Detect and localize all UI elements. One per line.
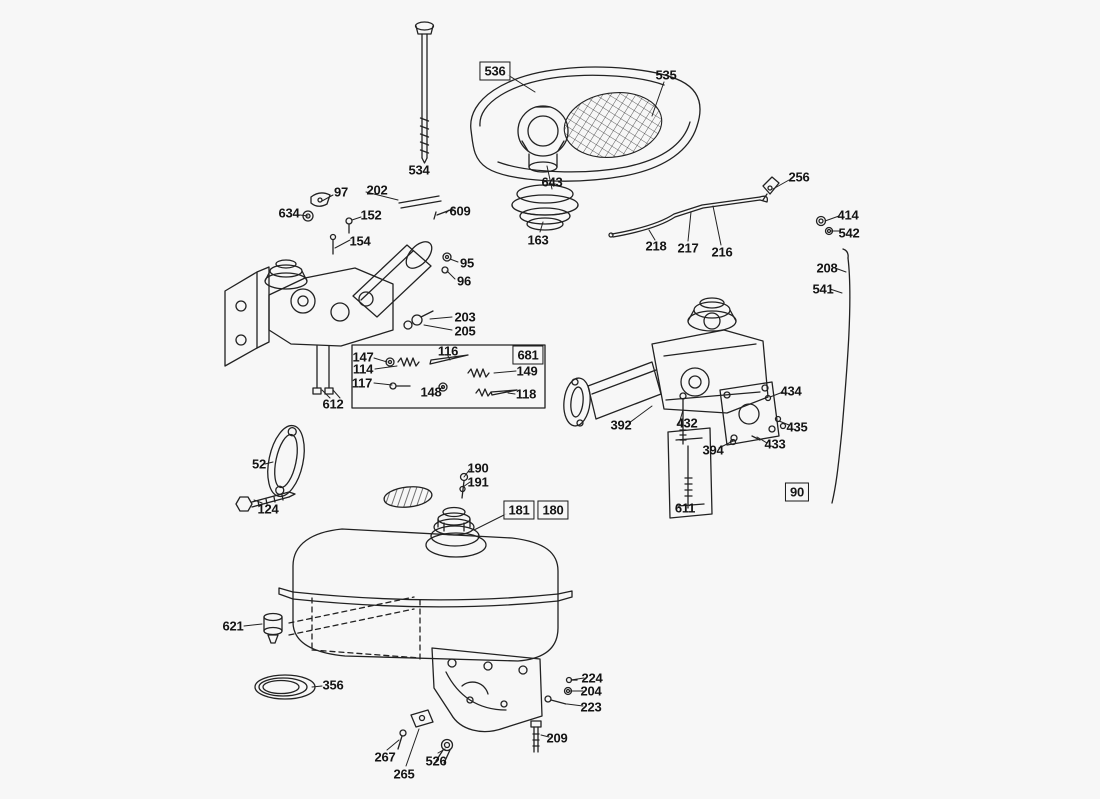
fuel-tank-drawing — [278, 472, 573, 662]
part-label-163: 163 — [527, 232, 549, 248]
part-label-202: 202 — [366, 182, 388, 198]
dipstick-rod-drawing — [831, 248, 851, 504]
part-label-433: 433 — [764, 436, 786, 452]
leader-lines — [243, 74, 847, 767]
part-label-116: 116 — [437, 343, 459, 359]
part-label-208: 208 — [816, 260, 838, 276]
needle-valve-parts-box-drawing — [351, 344, 546, 409]
part-label-217: 217 — [677, 240, 699, 256]
part-label-392: 392 — [610, 417, 632, 433]
part-label-612: 612 — [322, 396, 344, 412]
part-label-394: 394 — [702, 442, 724, 458]
part-label-224: 224 — [581, 670, 603, 686]
part-label-152: 152 — [360, 207, 382, 223]
part-label-191: 191 — [467, 474, 489, 490]
part-label-216: 216 — [711, 244, 733, 260]
part-label-204: 204 — [580, 683, 602, 699]
flange-gasket-drawing — [235, 424, 305, 512]
part-label-432: 432 — [676, 415, 698, 431]
part-label-414: 414 — [837, 207, 859, 223]
part-label-180: 180 — [537, 500, 569, 520]
part-label-149: 149 — [516, 363, 538, 379]
part-label-190: 190 — [467, 460, 489, 476]
part-label-356: 356 — [322, 677, 344, 693]
part-label-205: 205 — [454, 323, 476, 339]
part-label-542: 542 — [838, 225, 860, 241]
part-label-218: 218 — [645, 238, 667, 254]
air-cleaner-assembly-drawing — [470, 66, 701, 231]
part-label-118: 118 — [515, 386, 537, 402]
part-label-117: 117 — [351, 375, 373, 391]
part-label-154: 154 — [349, 233, 371, 249]
part-label-265: 265 — [393, 766, 415, 782]
part-label-114: 114 — [352, 361, 374, 377]
part-label-147: 147 — [352, 349, 374, 365]
part-label-52: 52 — [251, 456, 267, 472]
part-label-435: 435 — [786, 419, 808, 435]
part-label-90: 90 — [784, 482, 810, 502]
left-carburetor-drawing — [224, 192, 454, 395]
part-label-526: 526 — [425, 753, 447, 769]
part-label-97: 97 — [333, 184, 349, 200]
part-label-267: 267 — [374, 749, 396, 765]
part-label-536: 536 — [479, 61, 511, 81]
part-label-534: 534 — [408, 162, 430, 178]
part-label-643: 643 — [541, 174, 563, 190]
part-label-434: 434 — [780, 383, 802, 399]
part-label-681: 681 — [512, 345, 544, 365]
part-label-541: 541 — [812, 281, 834, 297]
part-label-96: 96 — [456, 273, 472, 289]
part-label-203: 203 — [454, 309, 476, 325]
part-label-95: 95 — [459, 255, 475, 271]
part-label-209: 209 — [546, 730, 568, 746]
part-label-256: 256 — [788, 169, 810, 185]
governor-linkage-drawing — [608, 176, 834, 238]
part-label-535: 535 — [655, 67, 677, 83]
part-label-611: 611 — [674, 500, 696, 516]
part-label-223: 223 — [580, 699, 602, 715]
mounting-bolt-drawing — [414, 21, 435, 164]
part-label-181: 181 — [503, 500, 535, 520]
part-label-609: 609 — [449, 203, 471, 219]
part-label-148: 148 — [420, 384, 442, 400]
part-label-634: 634 — [278, 205, 300, 221]
part-label-621: 621 — [222, 618, 244, 634]
part-label-124: 124 — [257, 501, 279, 517]
right-carburetor-drawing — [563, 297, 787, 519]
